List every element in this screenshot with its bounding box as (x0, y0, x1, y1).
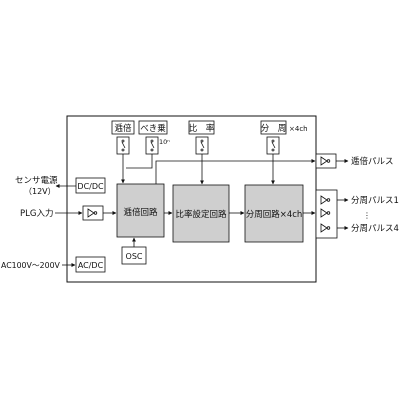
control-multiply-label: 逓倍 (114, 123, 132, 134)
divided-pulse-ellipsis: ⋮ (363, 211, 371, 220)
switch-ratio-icon (195, 136, 209, 155)
multiplied-pulse-label: 逓倍パルス (351, 156, 394, 167)
multiplier-label: 逓倍回路 (123, 207, 158, 218)
sensor-power-label: センサ電源 (15, 176, 58, 186)
control-multiply: 逓倍 (111, 120, 135, 135)
control-divide-label: 分 周 (261, 124, 287, 134)
multiplied-output-buffer-icon (315, 153, 337, 169)
control-power-label: べき乗 (140, 123, 166, 134)
osc-label: OSC (126, 252, 143, 261)
control-ratio: 比 率 (188, 120, 215, 135)
divide-note: ×4ch (289, 125, 308, 133)
sensor-power-voltage: （12V） (24, 187, 56, 196)
acdc-block: AC/DC (75, 256, 106, 273)
ac-input-label: AC100V～200V (1, 261, 61, 270)
divided-output-buffer-icon (315, 189, 338, 239)
power-note: 10ⁿ (159, 138, 170, 146)
plg-input-label: PLG入力 (20, 208, 53, 219)
switch-divide-icon (266, 136, 280, 155)
ratio-block: 比率設定回路 (172, 184, 230, 243)
switch-multiply-icon (116, 136, 130, 155)
divided-pulse-1-label: 分周パルス1 (351, 196, 399, 206)
input-buffer-icon (82, 205, 104, 221)
divided-pulse-4-label: 分周パルス4 (351, 224, 399, 234)
control-ratio-label: 比 率 (189, 123, 215, 134)
divider-block: 分周回路×4ch (244, 184, 304, 243)
dcdc-block: DC/DC (75, 177, 106, 194)
control-power: べき乗 (138, 120, 168, 135)
divider-label: 分周回路×4ch (246, 209, 303, 220)
switch-power-icon (145, 136, 159, 155)
connections (55, 154, 349, 267)
osc-block: OSC (121, 246, 147, 265)
ratio-label: 比率設定回路 (175, 209, 227, 220)
control-divide: 分 周 (260, 120, 287, 135)
acdc-label: AC/DC (78, 261, 104, 270)
dcdc-label: DC/DC (77, 182, 104, 191)
multiplier-block: 逓倍回路 (116, 183, 165, 238)
